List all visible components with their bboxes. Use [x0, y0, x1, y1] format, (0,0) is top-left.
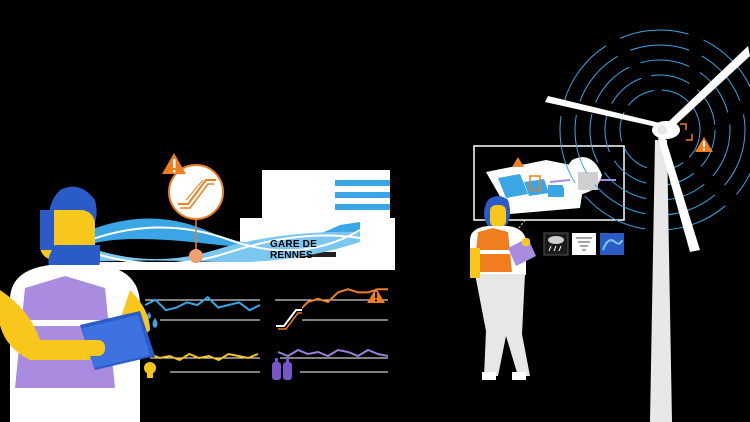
escalator-icon — [178, 179, 216, 209]
sensor-graph-blue — [144, 295, 261, 321]
station-wave-roof — [85, 218, 361, 270]
warning-triangle-icon — [695, 137, 713, 152]
sensor-graph-purple — [277, 348, 389, 373]
tornado-icon — [572, 233, 596, 255]
worker-with-tablet — [0, 186, 155, 422]
escalator-callout — [168, 164, 224, 263]
warning-triangle-icon — [512, 157, 524, 167]
rain-cloud-icon — [543, 232, 569, 256]
light-bulb-icon — [144, 362, 156, 378]
sensor-graph-yellow — [149, 352, 260, 373]
station-name-label: GARE DE RENNES — [270, 239, 317, 261]
warning-triangle-icon — [367, 288, 385, 303]
water-drop-icon — [147, 312, 158, 328]
wave-icon — [600, 233, 624, 255]
wind-turbine — [545, 46, 750, 422]
gas-cylinder-icon — [272, 358, 292, 380]
engineer-with-clipboard — [470, 196, 536, 380]
escalator-icon — [274, 306, 302, 330]
station-building — [240, 170, 395, 270]
warning-triangle-icon — [162, 153, 186, 174]
